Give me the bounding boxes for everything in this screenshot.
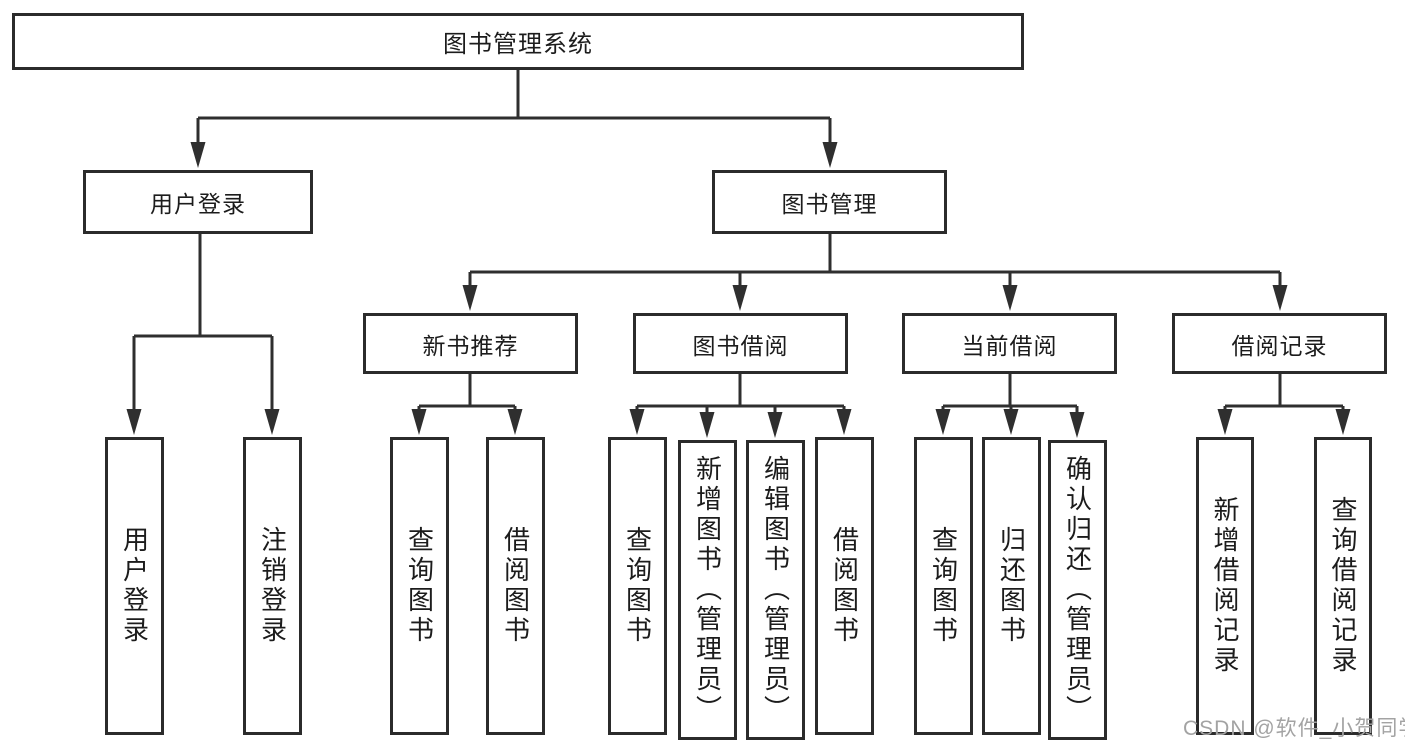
- csdn-watermark: CSDN @软件_小贺同学: [1183, 717, 1405, 740]
- node-label: 当前借阅: [961, 332, 1058, 359]
- leaf-query-books-borrow: 查询图书: [608, 437, 667, 735]
- arrowhead-down-icon: [507, 409, 523, 435]
- node-label: 用户登录: [150, 191, 246, 217]
- leaf-return-books: 归还图书: [982, 437, 1041, 735]
- leaf-label: 查询图书: [622, 526, 653, 646]
- node-current-borrow: 当前借阅: [902, 313, 1117, 374]
- arrowhead-down-icon: [264, 409, 280, 435]
- leaf-query-borrow-record: 查询借阅记录: [1314, 437, 1372, 735]
- node-new-book-recommend: 新书推荐: [363, 313, 578, 374]
- node-label: 图书管理系统: [443, 31, 593, 58]
- leaf-label: 新增图书（管理员）: [692, 455, 723, 725]
- node-borrow-records: 借阅记录: [1172, 313, 1387, 374]
- leaf-label: 用户登录: [119, 526, 150, 646]
- leaf-borrow-books: 借阅图书: [815, 437, 874, 735]
- leaf-query-books-current: 查询图书: [914, 437, 973, 735]
- arrowhead-down-icon: [411, 409, 427, 435]
- leaf-add-borrow-record: 新增借阅记录: [1196, 437, 1254, 735]
- arrowhead-down-icon: [1335, 409, 1351, 435]
- arrowhead-down-icon: [629, 409, 645, 435]
- node-user-login: 用户登录: [83, 170, 313, 234]
- node-label: 图书管理: [781, 191, 878, 217]
- arrowhead-down-icon: [767, 412, 783, 438]
- leaf-user-login: 用户登录: [105, 437, 164, 735]
- leaf-confirm-return-admin: 确认归还（管理员）: [1048, 440, 1107, 740]
- leaf-label: 编辑图书（管理员）: [760, 455, 791, 725]
- arrowhead-down-icon: [1002, 285, 1018, 311]
- leaf-label: 归还图书: [996, 526, 1027, 646]
- leaf-borrow-books-recommend: 借阅图书: [486, 437, 545, 735]
- leaf-query-books-recommend: 查询图书: [390, 437, 449, 735]
- leaf-label: 注销登录: [257, 526, 288, 646]
- arrowhead-down-icon: [1272, 285, 1288, 311]
- leaf-label: 查询借阅记录: [1328, 496, 1358, 676]
- leaf-label: 借阅图书: [829, 526, 860, 646]
- leaf-label: 查询图书: [404, 526, 435, 646]
- leaf-edit-books-admin: 编辑图书（管理员）: [746, 440, 805, 740]
- leaf-label: 借阅图书: [500, 526, 531, 646]
- arrowhead-down-icon: [699, 412, 715, 438]
- leaf-label: 查询图书: [928, 526, 959, 646]
- arrowhead-down-icon: [836, 409, 852, 435]
- node-library-management-system: 图书管理系统: [12, 13, 1024, 70]
- leaf-logout: 注销登录: [243, 437, 302, 735]
- arrowhead-down-icon: [1069, 412, 1085, 438]
- node-label: 图书借阅: [692, 332, 789, 359]
- leaf-label: 新增借阅记录: [1210, 496, 1240, 676]
- node-label: 新书推荐: [422, 332, 519, 359]
- arrowhead-down-icon: [1217, 409, 1233, 435]
- arrowhead-down-icon: [935, 409, 951, 435]
- arrowhead-down-icon: [190, 142, 206, 168]
- arrowhead-down-icon: [822, 142, 838, 168]
- leaf-add-books-admin: 新增图书（管理员）: [678, 440, 737, 740]
- arrowhead-down-icon: [1003, 409, 1019, 435]
- node-book-borrow: 图书借阅: [633, 313, 848, 374]
- node-book-management: 图书管理: [712, 170, 947, 234]
- node-label: 借阅记录: [1231, 332, 1328, 359]
- arrowhead-down-icon: [126, 409, 142, 435]
- leaf-label: 确认归还（管理员）: [1062, 455, 1093, 725]
- arrowhead-down-icon: [732, 285, 748, 311]
- arrowhead-down-icon: [462, 285, 478, 311]
